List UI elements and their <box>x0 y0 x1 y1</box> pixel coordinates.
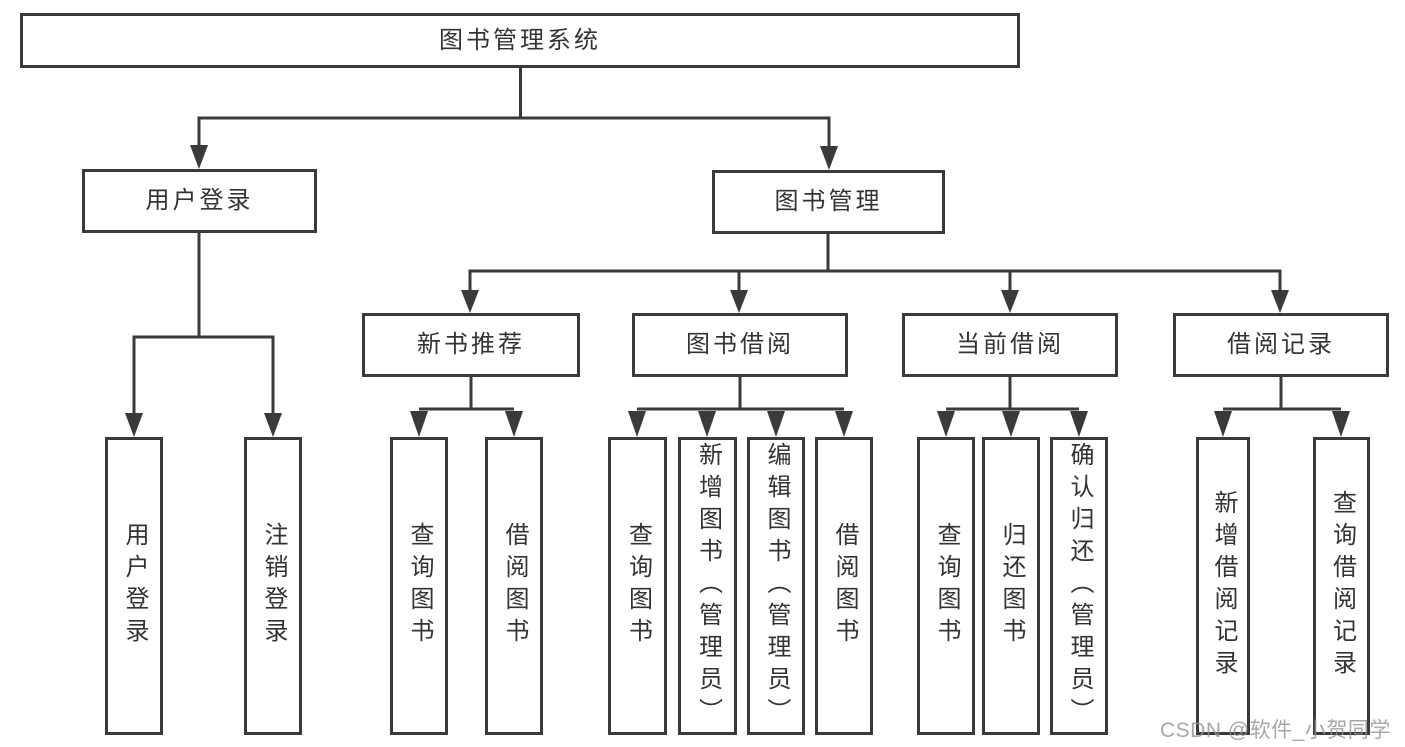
leaf-query-books: 查询图书 <box>608 437 667 735</box>
node-label: 注销登录 <box>260 522 287 650</box>
connector-borrow-record <box>1214 377 1350 437</box>
leaf-logout: 注销登录 <box>244 437 302 735</box>
leaf-add-borrow-record: 新增借阅记录 <box>1196 437 1250 735</box>
leaf-add-books-admin: 新增图书（管理员） <box>678 437 737 735</box>
arrow-down-icon <box>1002 411 1020 437</box>
node-label: 图书管理系统 <box>439 26 601 54</box>
node-label: 查询图书 <box>624 522 652 650</box>
leaf-user-login: 用户登录 <box>105 437 163 735</box>
node-label: 当前借阅 <box>956 331 1064 358</box>
arrow-down-icon <box>1332 411 1350 437</box>
node-library-system: 图书管理系统 <box>20 13 1020 68</box>
node-book-borrow: 图书借阅 <box>632 313 848 377</box>
node-label: 图书借阅 <box>686 331 794 358</box>
node-new-book-recommend: 新书推荐 <box>362 313 580 377</box>
arrow-down-icon <box>820 146 838 170</box>
node-label: 查询图书 <box>406 522 433 650</box>
arrow-down-icon <box>505 411 523 437</box>
arrow-down-icon <box>730 290 748 313</box>
arrow-down-icon <box>461 290 479 313</box>
arrow-down-icon <box>1214 411 1232 437</box>
arrow-down-icon <box>190 145 208 169</box>
node-label: 新增图书（管理员） <box>694 442 722 730</box>
node-label: 编辑图书（管理员） <box>763 442 790 730</box>
node-borrow-record: 借阅记录 <box>1173 313 1389 377</box>
node-label: 借阅图书 <box>831 522 858 650</box>
leaf-confirm-return-admin: 确认归还（管理员） <box>1050 437 1108 735</box>
arrow-down-icon <box>698 411 716 437</box>
arrow-down-icon <box>125 413 143 437</box>
connector-user-login <box>125 233 282 437</box>
connector-book-management <box>461 234 1289 313</box>
node-label: 借阅记录 <box>1227 331 1335 358</box>
arrow-down-icon <box>1070 411 1088 437</box>
connector-current-borrow <box>937 377 1088 437</box>
leaf-query-books: 查询图书 <box>390 437 448 735</box>
node-label: 图书管理 <box>774 188 883 215</box>
leaf-query-books: 查询图书 <box>917 437 975 735</box>
connector-root <box>190 68 838 170</box>
node-label: 归还图书 <box>998 522 1025 650</box>
node-label: 用户登录 <box>145 187 254 214</box>
arrow-down-icon <box>1001 290 1019 313</box>
arrow-down-icon <box>628 411 646 437</box>
arrow-down-icon <box>767 411 785 437</box>
node-current-borrow: 当前借阅 <box>902 313 1118 377</box>
node-book-management: 图书管理 <box>712 170 945 234</box>
arrow-down-icon <box>835 411 853 437</box>
arrow-down-icon <box>1271 290 1289 313</box>
arrow-down-icon <box>937 411 955 437</box>
node-user-login: 用户登录 <box>82 169 317 233</box>
node-label: 查询借阅记录 <box>1328 490 1356 682</box>
arrow-down-icon <box>264 413 282 437</box>
node-label: 新增借阅记录 <box>1210 490 1237 682</box>
leaf-borrow-books: 借阅图书 <box>485 437 543 735</box>
node-label: 借阅图书 <box>501 522 528 650</box>
node-label: 用户登录 <box>121 522 148 650</box>
connector-new-book <box>410 377 523 437</box>
csdn-watermark: CSDN @软件_小贺同学 <box>1160 719 1391 742</box>
leaf-query-borrow-record: 查询借阅记录 <box>1313 437 1370 735</box>
leaf-return-books: 归还图书 <box>982 437 1040 735</box>
node-label: 确认归还（管理员） <box>1066 442 1093 730</box>
leaf-edit-books-admin: 编辑图书（管理员） <box>747 437 805 735</box>
node-label: 查询图书 <box>933 522 960 650</box>
arrow-down-icon <box>410 411 428 437</box>
leaf-borrow-books: 借阅图书 <box>815 437 873 735</box>
connector-book-borrow <box>628 377 853 437</box>
node-label: 新书推荐 <box>417 331 525 358</box>
